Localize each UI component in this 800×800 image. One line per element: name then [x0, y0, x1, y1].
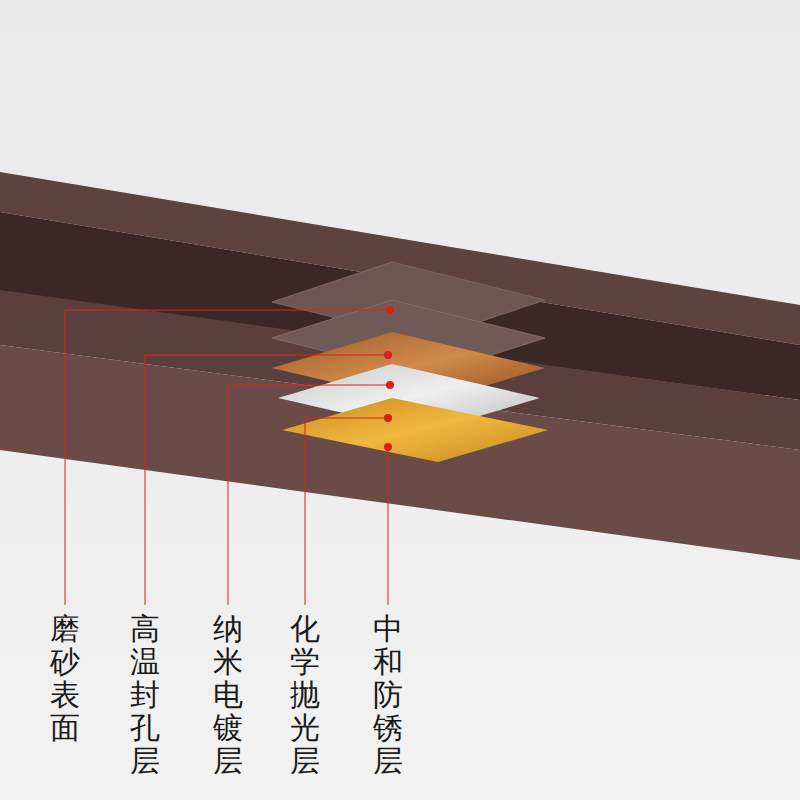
- rustproof-layer: [282, 398, 548, 462]
- leader-dot: [384, 443, 392, 451]
- leader-line: [145, 355, 388, 605]
- layer-label: 化学抛光层: [290, 612, 320, 777]
- layer-label: 纳米电镀层: [213, 612, 243, 777]
- bar-front-face: [0, 345, 800, 560]
- leader-dot: [384, 351, 392, 359]
- layer-label: 高温封孔层: [130, 612, 160, 777]
- leader-line: [305, 418, 388, 605]
- layer-label: 中和防锈层: [373, 612, 403, 777]
- leader-dot: [386, 306, 394, 314]
- layer-label: 磨砂表面: [50, 612, 80, 744]
- leader-line: [228, 385, 390, 605]
- leader-dot: [384, 414, 392, 422]
- leader-line: [65, 310, 390, 605]
- leader-dot: [386, 381, 394, 389]
- leader-line: [388, 447, 389, 605]
